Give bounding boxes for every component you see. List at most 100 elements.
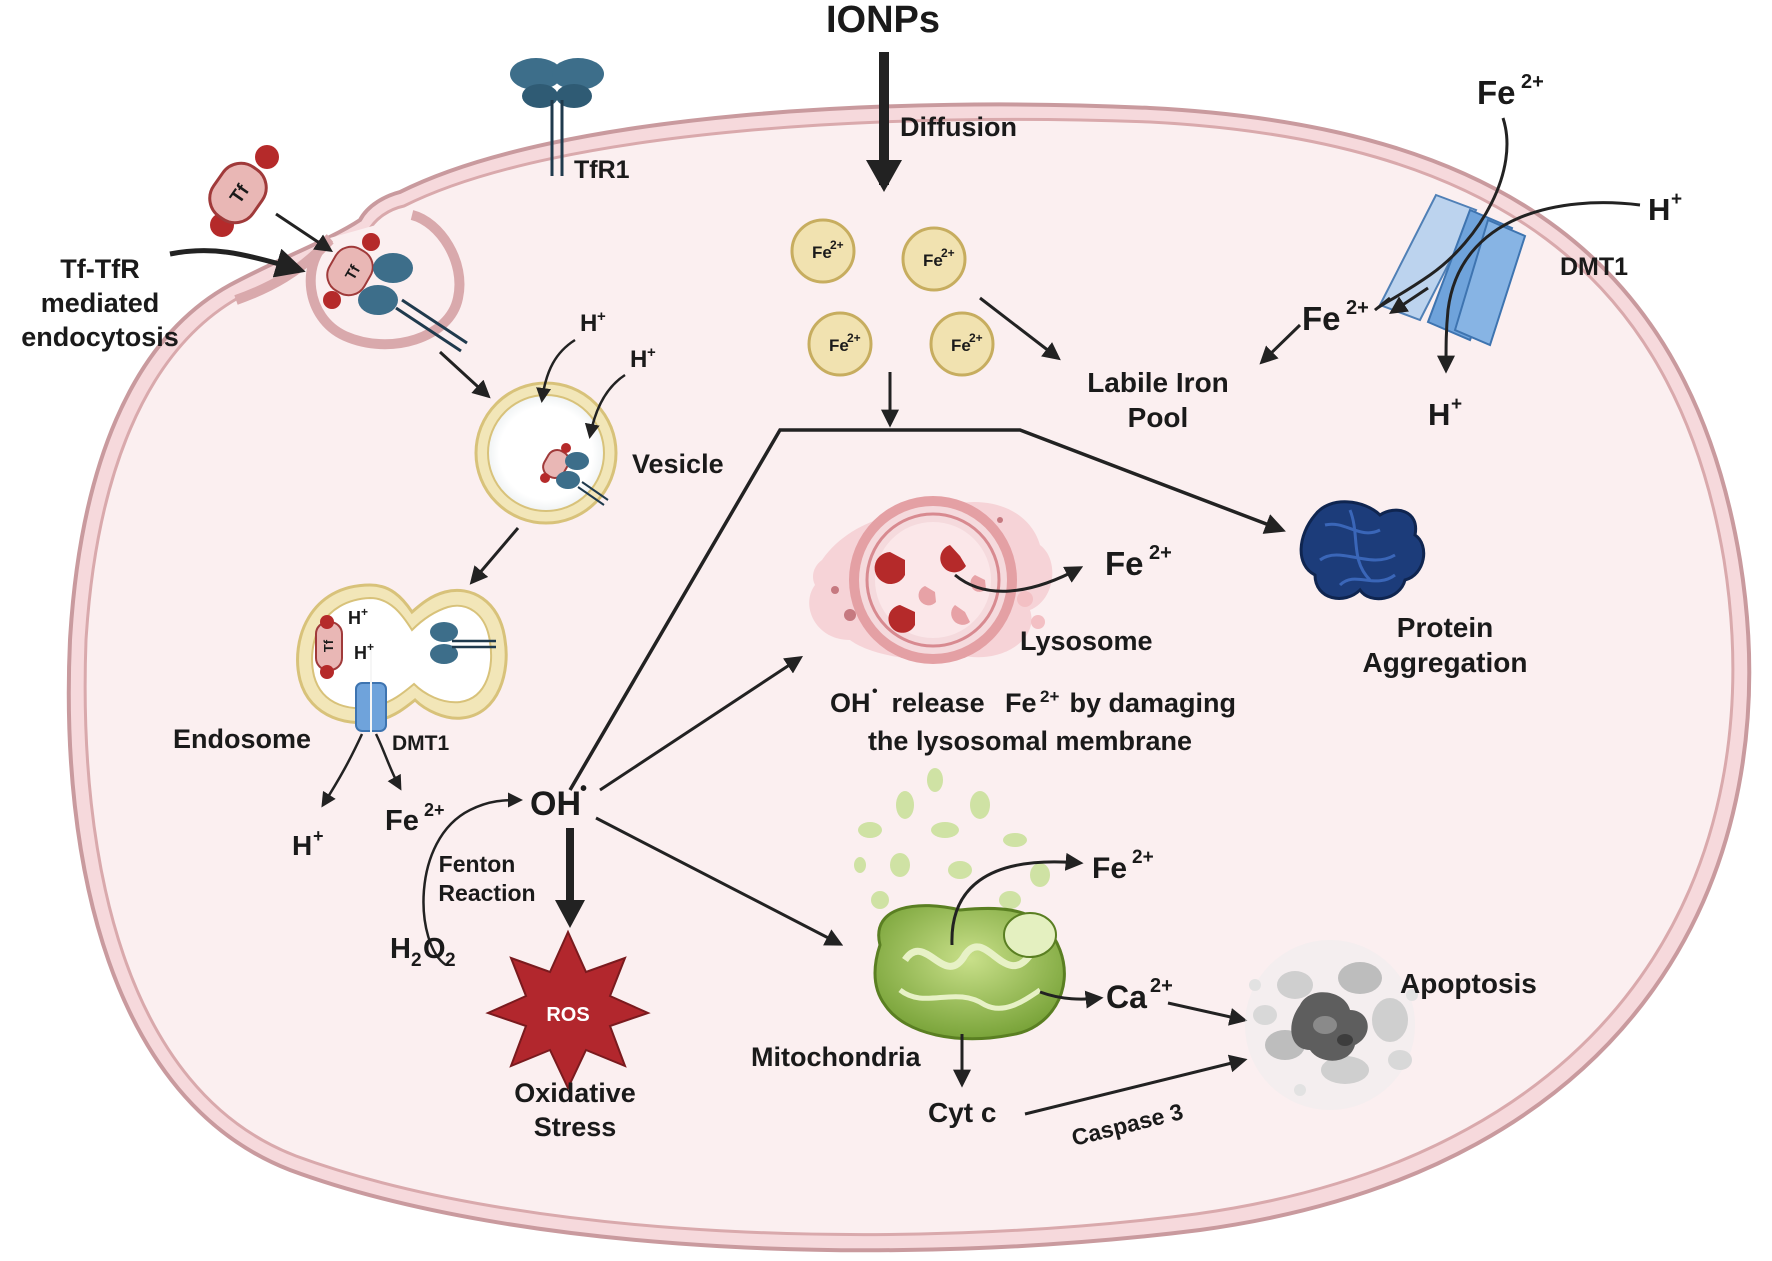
lysosome — [809, 496, 1053, 664]
tfr1-receptor — [510, 58, 604, 176]
svg-text:2+: 2+ — [847, 331, 861, 345]
calcium-label: Ca 2+ — [1106, 975, 1173, 1015]
svg-text:+: + — [313, 826, 324, 846]
tf-protein: Tf — [208, 145, 279, 237]
vesicle-proton-2: H + — [584, 344, 656, 439]
endosome-fe-out: Fe 2+ — [385, 800, 445, 837]
endosome-proton-1: H + — [348, 605, 368, 628]
svg-text:Fe: Fe — [1092, 852, 1127, 885]
svg-text:•: • — [580, 778, 587, 800]
svg-text:H: H — [1428, 397, 1450, 432]
fe-bead-4: Fe 2+ — [929, 311, 995, 377]
svg-text:2+: 2+ — [969, 331, 983, 345]
svg-text:Tf: Tf — [321, 639, 336, 652]
dmt1-fe-out: Fe 2+ — [1302, 297, 1369, 337]
svg-text:OH: OH — [830, 688, 871, 718]
svg-text:Fe: Fe — [951, 336, 971, 355]
oxidative-label-line1: Oxidative — [514, 1078, 636, 1108]
lysosome-fe-arrow — [954, 566, 1084, 593]
svg-text:H: H — [1648, 192, 1670, 227]
svg-text:release: release — [884, 688, 992, 718]
page-title: IONPs — [826, 0, 940, 41]
tf-tfr-label-line3: endocytosis — [21, 322, 179, 352]
apoptosis-label: Apoptosis — [1400, 968, 1537, 999]
mitochondrion — [873, 904, 1066, 1041]
endocytosis-arrow — [169, 248, 306, 278]
fenton-label-line2: Reaction — [438, 880, 535, 906]
endosome-fe-arrow — [374, 733, 402, 791]
lysosome-caption: OH • release Fe 2+ by damaging the lysos… — [830, 683, 1236, 756]
tf-to-pit-arrow — [275, 212, 333, 252]
svg-text:+: + — [1451, 394, 1462, 415]
apoptotic-body — [1245, 940, 1418, 1110]
pathway-line — [568, 428, 1286, 791]
svg-text:+: + — [597, 308, 606, 325]
svg-text:by damaging: by damaging — [1062, 688, 1236, 718]
ca-to-apoptosis-arrow — [1167, 1001, 1248, 1026]
svg-text:Fe: Fe — [923, 251, 943, 270]
svg-text:H: H — [390, 933, 411, 965]
svg-text:O: O — [423, 933, 446, 965]
svg-text:2+: 2+ — [941, 246, 955, 260]
svg-text:Fe: Fe — [1005, 688, 1037, 718]
svg-text:•: • — [872, 683, 878, 700]
endosome-dmt1-label: DMT1 — [392, 732, 449, 755]
svg-text:H: H — [292, 830, 312, 861]
svg-text:H: H — [348, 608, 361, 628]
fe-bead-1: Fe 2+ — [790, 218, 856, 284]
endosome-proton-2: H + — [354, 640, 374, 663]
mito-ca-arrow — [1039, 990, 1104, 1009]
dmt1-fe-in: Fe 2+ — [1477, 71, 1544, 111]
svg-text:H: H — [630, 346, 647, 373]
svg-text:Fe: Fe — [1477, 74, 1516, 111]
svg-text:2+: 2+ — [1040, 687, 1059, 706]
fe-bead-3: Fe 2+ — [807, 311, 873, 377]
dmt1-label: DMT1 — [1560, 253, 1628, 281]
dmt1-h-in: H + — [1648, 189, 1682, 227]
cytc-to-apoptosis-arrow — [1024, 1054, 1248, 1116]
endosome-h-out: H + — [292, 826, 324, 861]
svg-text:+: + — [361, 605, 368, 619]
pit-to-vesicle-arrow — [438, 350, 491, 399]
h2o2-label: H 2 O 2 — [390, 933, 456, 971]
svg-text:2+: 2+ — [424, 800, 445, 820]
vesicle — [474, 381, 618, 525]
hydroxyl-radical: OH • — [530, 778, 587, 823]
labile-iron-pool-line2: Pool — [1128, 402, 1189, 433]
svg-text:H: H — [354, 643, 367, 663]
ros-burst: ROS — [485, 929, 651, 1091]
svg-text:2+: 2+ — [1149, 542, 1172, 564]
mito-fe-arrow — [950, 852, 1084, 946]
svg-text:+: + — [647, 344, 656, 361]
dmt1-h-out: H + — [1428, 394, 1462, 432]
oh-to-mito-arrow — [595, 816, 844, 946]
protein-aggregation-line2: Aggregation — [1363, 647, 1528, 678]
beads-to-lip-arrow — [979, 296, 1061, 361]
svg-text:2+: 2+ — [1150, 975, 1173, 997]
svg-text:2: 2 — [411, 950, 422, 971]
diffusion-arrowhead — [866, 160, 902, 192]
dmt1-h-path — [1437, 201, 1641, 374]
mitochondria-label: Mitochondria — [751, 1042, 921, 1072]
svg-text:OH: OH — [530, 785, 581, 823]
endosome-h-arrow — [321, 733, 364, 808]
svg-text:Fe: Fe — [1302, 300, 1341, 337]
vesicle-proton-1: H + — [536, 308, 606, 403]
vesicle-label: Vesicle — [632, 449, 724, 479]
svg-text:Fe: Fe — [1105, 545, 1144, 582]
fenton-arrow — [422, 792, 523, 967]
fe-bead-2: Fe 2+ — [901, 226, 967, 292]
protein-aggregate — [1299, 500, 1426, 601]
svg-text:+: + — [1671, 189, 1682, 210]
vesicle-to-endosome-arrow — [469, 527, 520, 585]
protein-aggregation-line1: Protein — [1397, 612, 1493, 643]
lysosome-label: Lysosome — [1020, 626, 1153, 656]
svg-text:2: 2 — [445, 950, 456, 971]
tf-tfr-label-line1: Tf-TfR — [60, 254, 139, 284]
svg-text:Fe: Fe — [812, 243, 832, 262]
svg-text:H: H — [580, 310, 597, 337]
endosome: Tf — [296, 583, 508, 735]
mito-fe-out: Fe 2+ — [1092, 847, 1154, 885]
cyt-c-label: Cyt c — [928, 1097, 996, 1128]
endosome-label: Endosome — [173, 724, 311, 754]
